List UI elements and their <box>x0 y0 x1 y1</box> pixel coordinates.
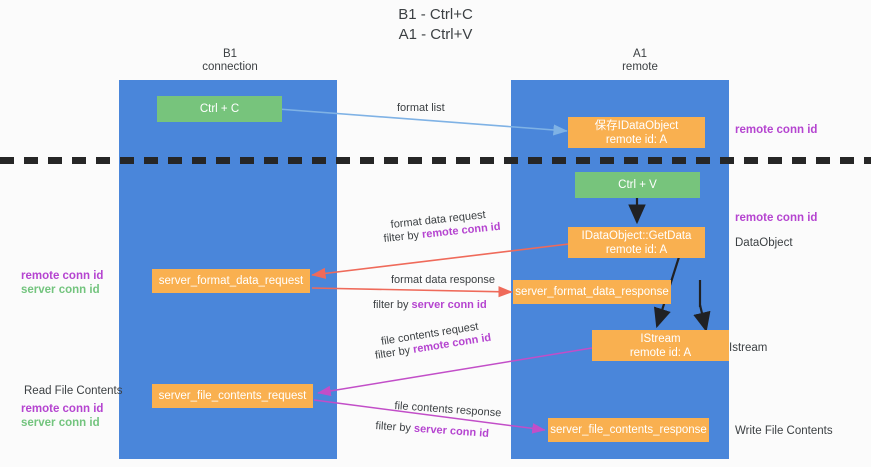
filter-prefix-2: filter by <box>373 299 412 311</box>
node-ctrl-v-label: Ctrl + V <box>618 179 657 191</box>
column-header-b1: B1 connection <box>150 48 310 74</box>
node-server-format-data-response[interactable]: server_format_data_response <box>513 280 671 304</box>
arrow-format-list <box>277 108 568 136</box>
annotation-left-server-conn-id: server conn id <box>21 284 100 296</box>
filter-prefix-4: filter by <box>375 419 415 435</box>
annotation-left-remote-conn-id: remote conn id <box>21 270 104 282</box>
filter-key-server-conn-id-1: server conn id <box>411 299 487 311</box>
node-ctrl-c-label: Ctrl + C <box>199 103 240 115</box>
arrow-file-contents-request <box>317 347 593 397</box>
annotation-right-dataobject: DataObject <box>735 237 793 249</box>
annotation-right-write-file-contents: Write File Contents <box>735 425 833 437</box>
node-istream-line2: remote id: A <box>629 346 692 359</box>
arrow-file-contents-response <box>313 399 546 434</box>
edge-label-format-data-response: format data response <box>391 274 495 286</box>
page-title-line2: A1 - Ctrl+V <box>398 26 473 43</box>
node-server-file-contents-request[interactable]: server_file_contents_request <box>152 384 313 408</box>
annotation-left-read-file-contents: Read File Contents <box>24 385 123 397</box>
node-server-format-data-request-label: server_format_data_request <box>158 275 304 287</box>
node-server-file-contents-response-label: server_file_contents_response <box>550 424 707 436</box>
annotation-right-istream: Istream <box>729 342 768 354</box>
node-server-file-contents-response[interactable]: server_file_contents_response <box>548 418 709 442</box>
node-idataobject-getdata[interactable]: IDataObject::GetData remote id: A <box>568 227 705 258</box>
edge-label-format-data-response-filter: filter by server conn id <box>373 298 487 312</box>
annotation-right-remote-conn-id-mid: remote conn id <box>735 212 818 224</box>
annotation-left-remote-conn-id-2: remote conn id <box>21 403 104 415</box>
node-ctrl-c[interactable]: Ctrl + C <box>157 96 282 122</box>
filter-prefix-1: filter by <box>383 228 423 245</box>
arrow-format-data-request <box>311 242 578 279</box>
column-header-b1-name: B1 <box>222 48 238 60</box>
column-header-a1-role: remote <box>622 61 658 73</box>
arrow-format-data-response <box>311 286 513 298</box>
node-save-idataobject[interactable]: 保存IDataObject remote id: A <box>568 117 705 148</box>
node-save-idataobject-line1: 保存IDataObject <box>594 119 679 132</box>
node-ctrl-v[interactable]: Ctrl + V <box>575 172 700 198</box>
node-idataobject-getdata-line2: remote id: A <box>605 243 668 256</box>
node-server-file-contents-request-label: server_file_contents_request <box>158 390 307 402</box>
arrow-formatresponse-to-istream <box>693 280 711 333</box>
page-title-line1: B1 - Ctrl+C <box>398 6 473 23</box>
page-title: B1 - Ctrl+C A1 - Ctrl+V <box>0 5 871 45</box>
annotation-left-server-conn-id-2: server conn id <box>21 417 100 429</box>
node-server-format-data-response-label: server_format_data_response <box>515 286 669 298</box>
edge-label-format-list: format list <box>397 102 445 114</box>
node-server-format-data-request[interactable]: server_format_data_request <box>152 269 310 293</box>
node-save-idataobject-line2: remote id: A <box>605 133 668 146</box>
annotation-right-remote-conn-id-top: remote conn id <box>735 124 818 136</box>
node-idataobject-getdata-line1: IDataObject::GetData <box>581 229 692 242</box>
node-istream[interactable]: IStream remote id: A <box>592 330 729 361</box>
column-header-b1-role: connection <box>202 61 258 73</box>
dashed-divider <box>0 157 871 164</box>
node-istream-line1: IStream <box>640 332 681 345</box>
column-header-a1: A1 remote <box>560 48 720 74</box>
column-header-a1-name: A1 <box>632 48 648 60</box>
